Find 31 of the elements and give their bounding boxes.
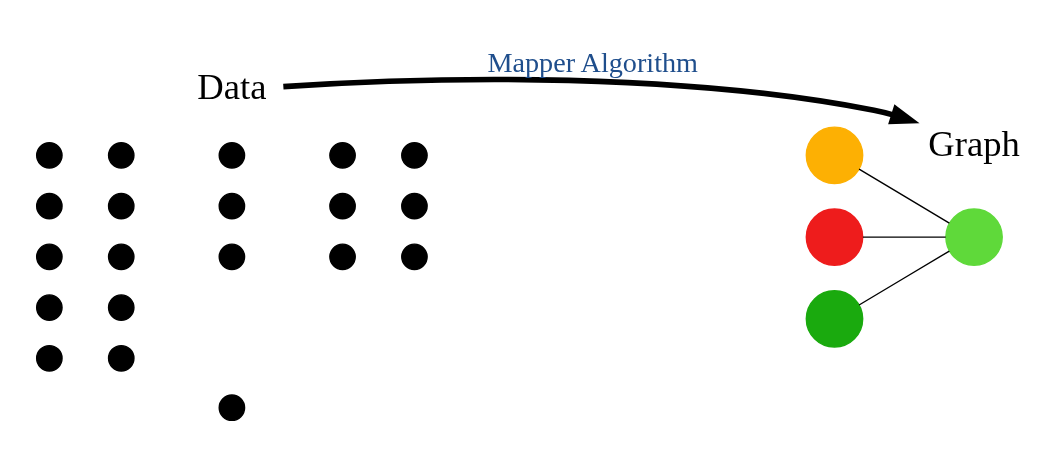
connector [862,236,947,238]
node-circle [35,243,63,271]
node-circle [218,141,246,169]
node-circle [35,294,63,321]
node-circle [401,141,428,169]
node-text: Data [197,66,267,108]
edge-label: Mapper Algorithm [487,47,699,79]
node-circle [107,294,135,321]
node-circle [218,243,246,271]
node-circle [35,344,63,372]
node-circle [805,289,864,348]
arrow [283,76,920,125]
node-circle [329,141,356,169]
node-circle [401,243,428,271]
node-circle [218,192,246,220]
node-circle [329,243,356,271]
node-circle [945,208,1003,266]
node-text: Graph [928,122,1020,164]
node-circle [107,344,135,372]
node-circle [35,192,63,220]
node-circle [805,126,864,185]
node-circle [401,192,428,220]
node-circle [35,141,63,169]
connector [858,250,951,306]
node-circle [218,394,246,422]
node-circle [107,141,135,169]
node-circle [329,192,356,220]
node-circle [107,192,135,220]
node-circle [805,208,864,266]
connector [858,168,951,224]
node-circle [107,243,135,271]
